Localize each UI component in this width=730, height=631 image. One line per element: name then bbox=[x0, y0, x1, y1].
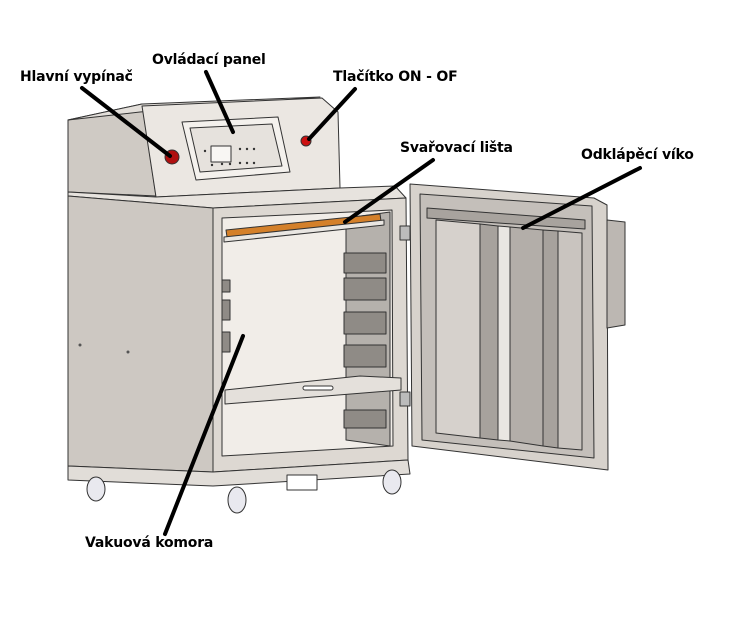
control-panel-inner bbox=[189, 123, 283, 173]
pump-box bbox=[286, 474, 318, 491]
leader-lid bbox=[521, 166, 642, 230]
label-vacuum-chamber: Vakuová komora bbox=[85, 535, 214, 551]
leader-control-panel bbox=[204, 70, 235, 134]
label-on-off-button: Tlačítko ON - OF bbox=[333, 69, 458, 85]
chamber-ribs bbox=[221, 252, 387, 429]
label-control-panel: Ovládací panel bbox=[152, 52, 266, 68]
base bbox=[67, 459, 411, 487]
leader-on-off bbox=[307, 87, 357, 141]
cabinet-side bbox=[67, 195, 214, 473]
lid-handle[interactable] bbox=[606, 219, 626, 329]
lid-rail bbox=[426, 207, 586, 230]
label-hinged-lid: Odklápěcí víko bbox=[581, 147, 694, 163]
leader-main-switch bbox=[80, 86, 172, 158]
leader-chamber bbox=[163, 334, 245, 536]
lid-panels bbox=[435, 219, 583, 451]
sealing-bar-rail bbox=[223, 219, 385, 243]
leader-sealing-bar bbox=[343, 158, 435, 224]
shelf-handle bbox=[302, 385, 334, 391]
label-main-switch: Hlavní vypínač bbox=[20, 69, 133, 85]
leader-lines bbox=[80, 70, 642, 536]
display-screen bbox=[210, 145, 232, 163]
wheels bbox=[86, 469, 402, 514]
label-sealing-bar: Svařovací lišta bbox=[400, 140, 513, 156]
panel-buttons bbox=[203, 147, 256, 167]
